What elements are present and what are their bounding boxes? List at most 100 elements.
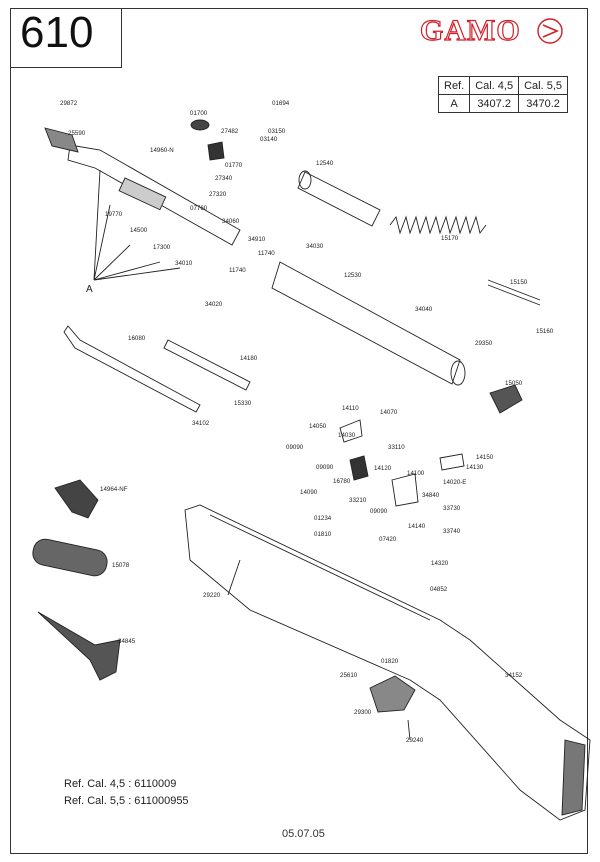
part-number-label: 27320 (209, 191, 227, 198)
part-number-label: 29300 (354, 709, 372, 716)
part-number-label: 01820 (381, 658, 399, 665)
part-number-label: 01700 (190, 110, 208, 117)
table-row: A 3407.2 3470.2 (437, 94, 569, 113)
part-number-label: 14090 (300, 489, 318, 496)
part-number-label: 19770 (105, 211, 123, 218)
part-number-label: 29350 (475, 340, 493, 347)
group-a-label: A (86, 284, 93, 295)
part-number-label: 14100 (407, 470, 425, 477)
part-number-label: 01770 (225, 162, 243, 169)
ref-cal-45: Ref. Cal. 4,5 : 6110009 (64, 778, 177, 790)
part-number-label: 33740 (443, 528, 461, 535)
part-number-label: 12530 (344, 272, 362, 279)
part-number-label: 01810 (314, 531, 332, 538)
silencer-drawing (32, 538, 108, 577)
part-number-label: 27340 (215, 175, 233, 182)
revision-date: 05.07.05 (282, 828, 325, 840)
part-number-label: 14030 (338, 432, 356, 439)
table-header: Cal. 4,5 (469, 76, 520, 95)
part-number-label: 15160 (536, 328, 554, 335)
part-number-label: 25610 (340, 672, 358, 679)
part-number-label: 09090 (316, 464, 334, 471)
part-number-label: 14150 (476, 454, 494, 461)
part-number-label: 25590 (68, 130, 86, 137)
part-number-label: 14180 (240, 355, 258, 362)
part-number-label: 14140 (408, 523, 426, 530)
compression-tube-drawing (271, 261, 461, 385)
part-number-label: 12540 (316, 160, 334, 167)
table-cell: A (437, 94, 471, 113)
ref-cal-55: Ref. Cal. 5,5 : 611000955 (64, 795, 189, 807)
tube-end-drawing (450, 360, 466, 386)
part-number-label: 15170 (441, 235, 459, 242)
trigger-guard-drawing (369, 675, 416, 713)
part-number-label: 09090 (286, 444, 304, 451)
stock-screw-drawing (227, 559, 241, 596)
cocking-link-drawing (163, 339, 251, 391)
part-number-label: 03150 (268, 128, 286, 135)
part-number-label: 16780 (333, 478, 351, 485)
brand-logo: GAMO (419, 13, 521, 47)
trigger-assembly-drawing (37, 611, 121, 681)
part-number-label: 14960-N (150, 147, 174, 154)
part-number-label: 07420 (379, 536, 397, 543)
sight-disc-drawing (190, 119, 210, 131)
group-a-leaders (93, 169, 181, 281)
trigger-parts-drawing (339, 419, 363, 443)
part-number-label: 34010 (175, 260, 193, 267)
part-number-label: 34152 (505, 672, 523, 679)
piston-drawing (297, 171, 381, 227)
part-number-label: 27482 (221, 128, 239, 135)
butt-plate-drawing (561, 739, 586, 816)
part-number-label: 01234 (314, 515, 332, 522)
part-number-label: 15050 (505, 380, 523, 387)
part-number-label: 14020-E (443, 479, 466, 486)
part-number-label: 33210 (349, 497, 367, 504)
table-header: Cal. 5,5 (518, 76, 569, 95)
part-number-label: 15078 (112, 562, 130, 569)
end-cap-drawing (489, 384, 523, 414)
part-number-label: 14050 (309, 423, 327, 430)
breech-block-drawing (118, 177, 167, 211)
part-number-label: 29220 (203, 592, 221, 599)
part-number-label: 34030 (306, 243, 324, 250)
stock-drawing (184, 504, 591, 821)
part-number-label: 33110 (388, 444, 405, 451)
spring-guide-drawing (487, 279, 541, 301)
reference-table: Ref. Cal. 4,5 Cal. 5,5 A 3407.2 3470.2 (437, 76, 569, 113)
part-number-label: 16080 (128, 335, 146, 342)
part-number-label: 14120 (374, 465, 392, 472)
part-number-label: 11740 (229, 267, 246, 274)
part-number-label: 01694 (272, 100, 290, 107)
model-box (10, 8, 122, 68)
page-frame (10, 8, 588, 854)
part-number-label: 14130 (466, 464, 484, 471)
part-number-label: 34910 (248, 236, 266, 243)
scope-mount-drawing (54, 479, 99, 519)
part-number-label: 34020 (205, 301, 223, 308)
part-number-label: 14320 (431, 560, 449, 567)
table-cell: 3470.2 (518, 94, 569, 113)
part-number-label: 15330 (234, 400, 252, 407)
part-number-label: 14070 (380, 409, 398, 416)
part-number-label: 29872 (60, 100, 78, 107)
spring-drawing (389, 215, 487, 235)
barrel-muzzle-drawing (44, 127, 79, 153)
brand-arrow-icon (537, 18, 563, 44)
part-number-label: 34060 (222, 218, 240, 225)
part-number-label: 14500 (130, 227, 148, 234)
part-number-label: 34040 (415, 306, 433, 313)
part-number-label: 15150 (510, 279, 528, 286)
part-number-label: 34845 (118, 638, 136, 645)
part-number-label: 29240 (406, 737, 424, 744)
part-number-label: 04852 (430, 586, 448, 593)
part-number-label: 34102 (192, 420, 210, 427)
cocking-lever-drawing (63, 325, 201, 413)
barrel-drawing (67, 144, 241, 246)
part-number-label: 09090 (370, 508, 388, 515)
part-number-label: 17300 (153, 244, 171, 251)
table-cell: 3407.2 (469, 94, 520, 113)
model-number: 610 (20, 8, 94, 57)
